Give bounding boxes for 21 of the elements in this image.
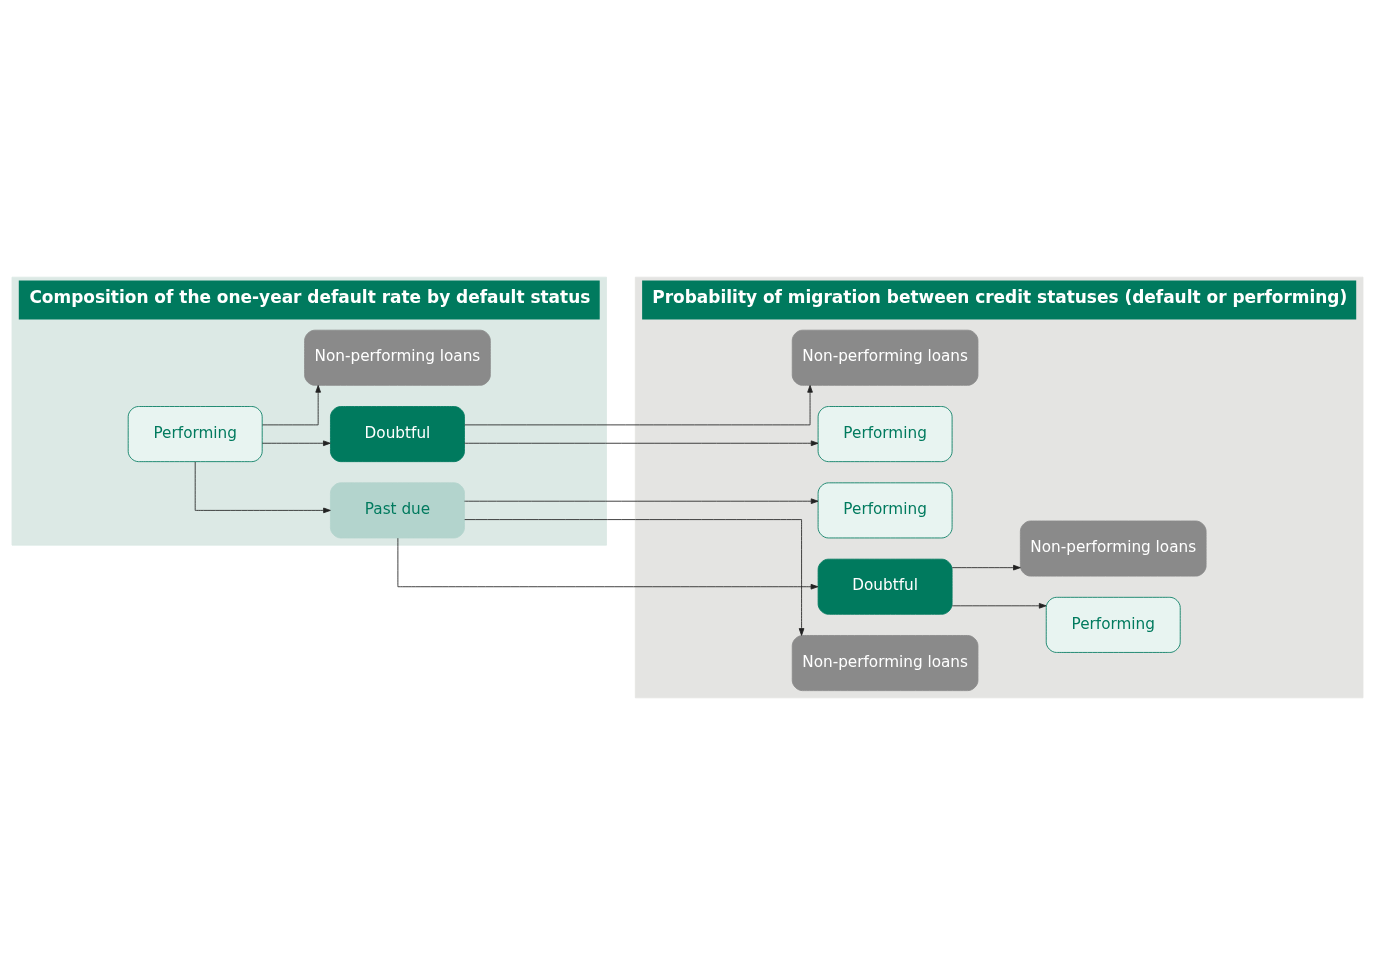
- arrow: [194, 460, 331, 513]
- arrow: [951, 564, 1021, 570]
- node-box: Past due: [330, 481, 465, 538]
- arrow: [397, 537, 819, 590]
- arrow: [951, 602, 1047, 609]
- arrow: [464, 384, 813, 425]
- arrow: [262, 384, 321, 425]
- node-box: Non-performing loans: [304, 329, 491, 386]
- node-box: Performing: [127, 405, 263, 462]
- arrow: [464, 518, 805, 636]
- node-box: Doubtful: [817, 558, 953, 615]
- arrow: [464, 497, 819, 504]
- arrow: [464, 439, 819, 446]
- node-box: Performing: [1045, 596, 1181, 653]
- node-box: Performing: [817, 405, 953, 462]
- node-box: Performing: [817, 481, 953, 538]
- node-box: Doubtful: [330, 405, 465, 462]
- node-box: Non-performing loans: [1019, 520, 1207, 577]
- node-box: Non-performing loans: [791, 329, 979, 386]
- node-box: Non-performing loans: [791, 634, 979, 691]
- arrow: [261, 439, 331, 446]
